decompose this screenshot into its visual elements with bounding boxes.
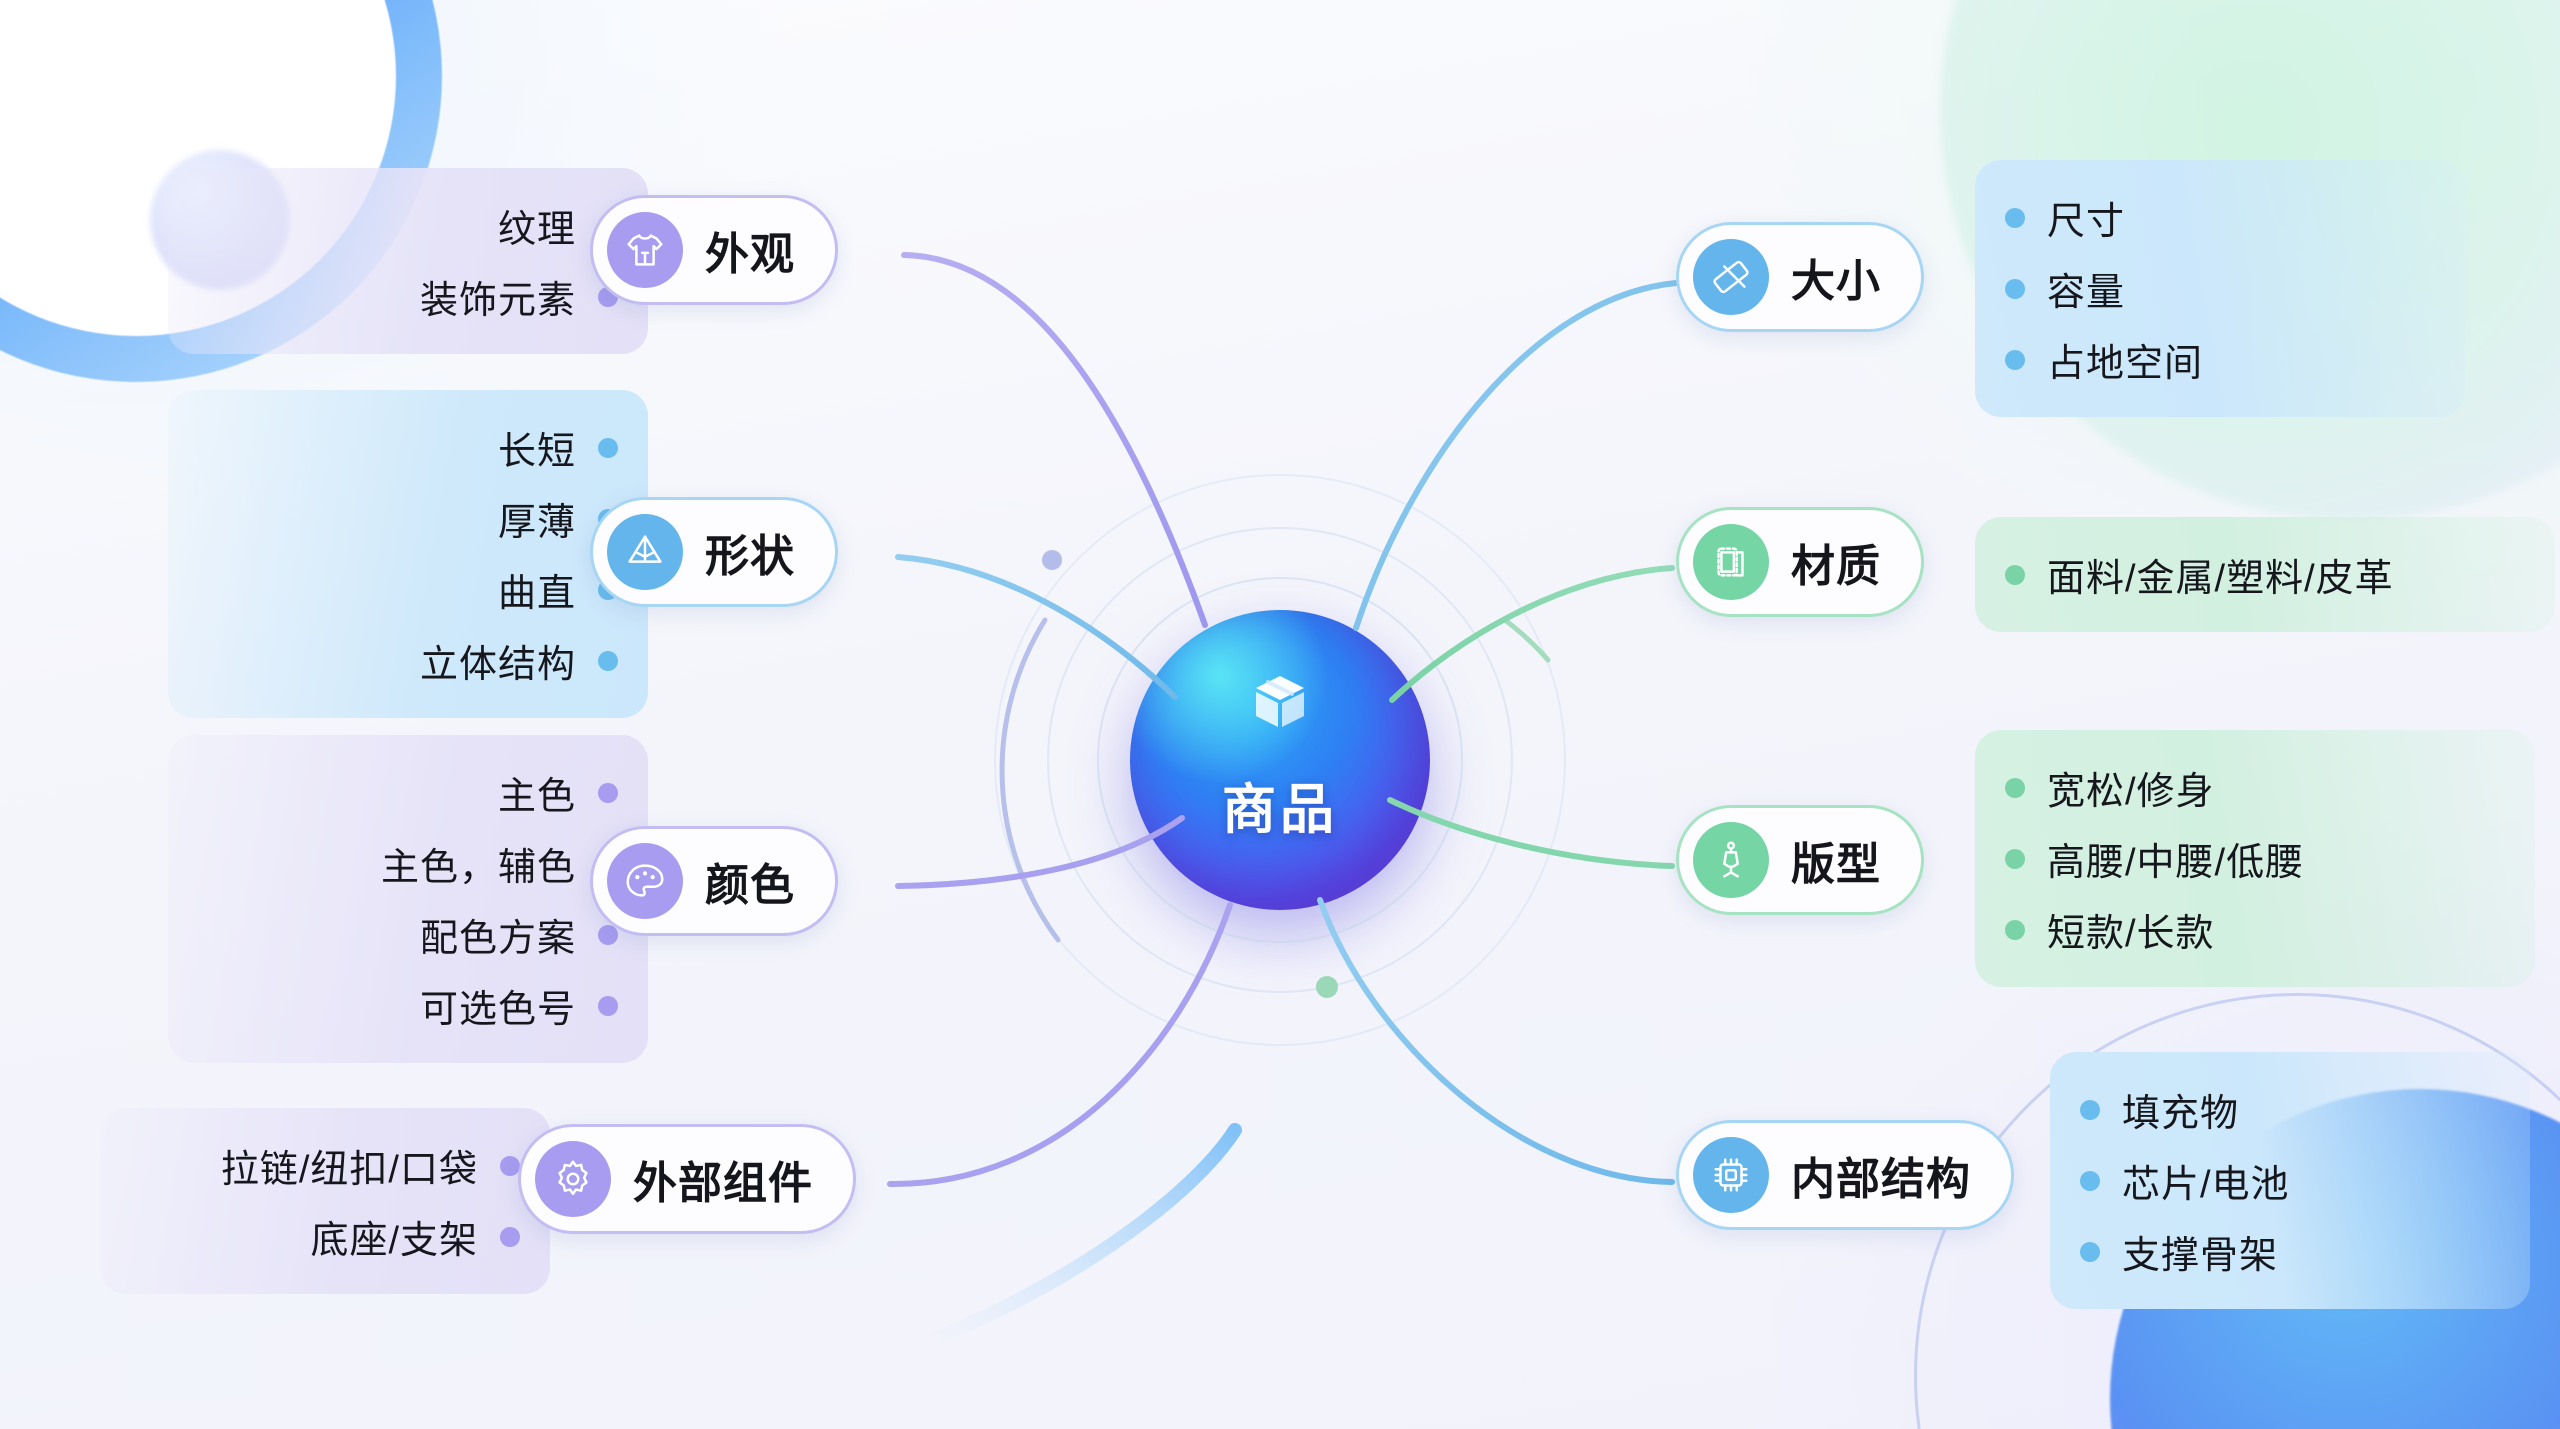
ruler-icon [1693,239,1769,315]
list-item[interactable]: 面料/金属/塑料/皮革 [2005,539,2525,610]
leaf-panel-color: 主色 主色，辅色 配色方案 可选色号 [168,735,648,1063]
list-item[interactable]: 主色，辅色 [198,828,618,899]
list-item[interactable]: 占地空间 [2005,324,2435,395]
leaf-label: 容量 [2047,272,2126,314]
leaf-panel-size: 尺寸 容量 占地空间 [1975,160,2465,417]
bullet-dot-icon [2080,1170,2100,1191]
cube-icon [607,514,683,590]
leaf-label: 可选色号 [419,989,576,1031]
leaf-label: 厚薄 [497,502,576,544]
tshirt-icon [607,212,683,288]
bullet-dot-icon [598,782,618,803]
list-item[interactable]: 容量 [2005,253,2435,324]
leaf-panel-external-components: 拉链/纽扣/口袋 底座/支架 [100,1108,550,1294]
bullet-dot-icon [2005,919,2025,940]
leaf-label: 宽松/修身 [2047,771,2215,813]
branch-node-shape[interactable]: 形状 [590,497,838,607]
leaf-label: 芯片/电池 [2122,1164,2290,1206]
list-item[interactable]: 短款/长款 [2005,894,2505,965]
branch-node-material[interactable]: 材质 [1676,507,1924,617]
leaf-label: 尺寸 [2047,201,2126,243]
palette-icon [607,843,683,919]
bullet-dot-icon [2005,278,2025,299]
branch-label: 颜色 [705,861,795,910]
leaf-label: 占地空间 [2047,343,2204,385]
list-item[interactable]: 长短 [198,412,618,483]
leaf-panel-shape: 长短 厚薄 曲直 立体结构 [168,390,648,718]
box-3d-icon [1248,670,1312,734]
leaf-label: 装饰元素 [419,280,576,322]
list-item[interactable]: 填充物 [2080,1074,2500,1145]
leaf-label: 支撑骨架 [2122,1235,2279,1277]
branch-label: 外部组件 [633,1159,813,1208]
bullet-dot-icon [2005,777,2025,798]
list-item[interactable]: 宽松/修身 [2005,752,2505,823]
branch-label: 材质 [1791,542,1881,591]
chip-icon [1693,1137,1769,1213]
list-item[interactable]: 配色方案 [198,899,618,970]
leaf-label: 长短 [497,431,576,473]
leaf-panel-internal-structure: 填充物 芯片/电池 支撑骨架 [2050,1052,2530,1309]
bullet-dot-icon [500,1226,520,1247]
center-orb [1130,610,1430,910]
branch-label: 内部结构 [1791,1155,1971,1204]
leaf-label: 主色 [497,776,576,818]
leaf-label: 拉链/纽扣/口袋 [220,1149,478,1191]
list-item[interactable]: 高腰/中腰/低腰 [2005,823,2505,894]
bullet-dot-icon [2080,1099,2100,1120]
fabric-chip-icon [1693,524,1769,600]
leaf-panel-material: 面料/金属/塑料/皮革 [1975,517,2555,632]
branch-node-size[interactable]: 大小 [1676,222,1924,332]
leaf-panel-fit: 宽松/修身 高腰/中腰/低腰 短款/长款 [1975,730,2535,987]
center-node[interactable]: 商品 [1130,610,1430,910]
bullet-dot-icon [598,924,618,945]
leaf-label: 短款/长款 [2047,913,2215,955]
leaf-panel-appearance: 纹理 装饰元素 [168,168,648,354]
branch-node-color[interactable]: 颜色 [590,826,838,936]
leaf-label: 立体结构 [419,644,576,686]
mannequin-icon [1693,822,1769,898]
list-item[interactable]: 立体结构 [198,625,618,696]
list-item[interactable]: 拉链/纽扣/口袋 [130,1130,520,1201]
bullet-dot-icon [2005,564,2025,585]
branch-label: 版型 [1791,840,1881,889]
branch-node-internal-structure[interactable]: 内部结构 [1676,1120,2014,1230]
bullet-dot-icon [598,650,618,671]
leaf-label: 面料/金属/塑料/皮革 [2047,558,2394,600]
leaf-label: 曲直 [497,573,576,615]
bullet-dot-icon [2005,349,2025,370]
leaf-label: 底座/支架 [310,1220,478,1262]
list-item[interactable]: 支撑骨架 [2080,1216,2500,1287]
list-item[interactable]: 纹理 [198,190,618,261]
list-item[interactable]: 主色 [198,757,618,828]
list-item[interactable]: 芯片/电池 [2080,1145,2500,1216]
bullet-dot-icon [598,437,618,458]
list-item[interactable]: 尺寸 [2005,182,2435,253]
list-item[interactable]: 可选色号 [198,970,618,1041]
leaf-label: 配色方案 [419,918,576,960]
list-item[interactable]: 装饰元素 [198,261,618,332]
bullet-dot-icon [2005,207,2025,228]
center-label: 商品 [1222,780,1338,840]
list-item[interactable]: 底座/支架 [130,1201,520,1272]
branch-node-fit[interactable]: 版型 [1676,805,1924,915]
gear-icon [535,1141,611,1217]
leaf-label: 填充物 [2122,1093,2240,1135]
branch-node-external-components[interactable]: 外部组件 [518,1124,856,1234]
bullet-dot-icon [500,1155,520,1176]
branch-label: 外观 [705,230,795,279]
leaf-label: 纹理 [497,209,576,251]
list-item[interactable]: 厚薄 [198,483,618,554]
bullet-dot-icon [2080,1241,2100,1262]
bullet-dot-icon [598,995,618,1016]
leaf-label: 高腰/中腰/低腰 [2047,842,2305,884]
bullet-dot-icon [2005,848,2025,869]
leaf-label: 主色，辅色 [380,847,576,889]
branch-label: 形状 [705,532,795,581]
list-item[interactable]: 曲直 [198,554,618,625]
branch-node-appearance[interactable]: 外观 [590,195,838,305]
branch-label: 大小 [1791,257,1881,306]
